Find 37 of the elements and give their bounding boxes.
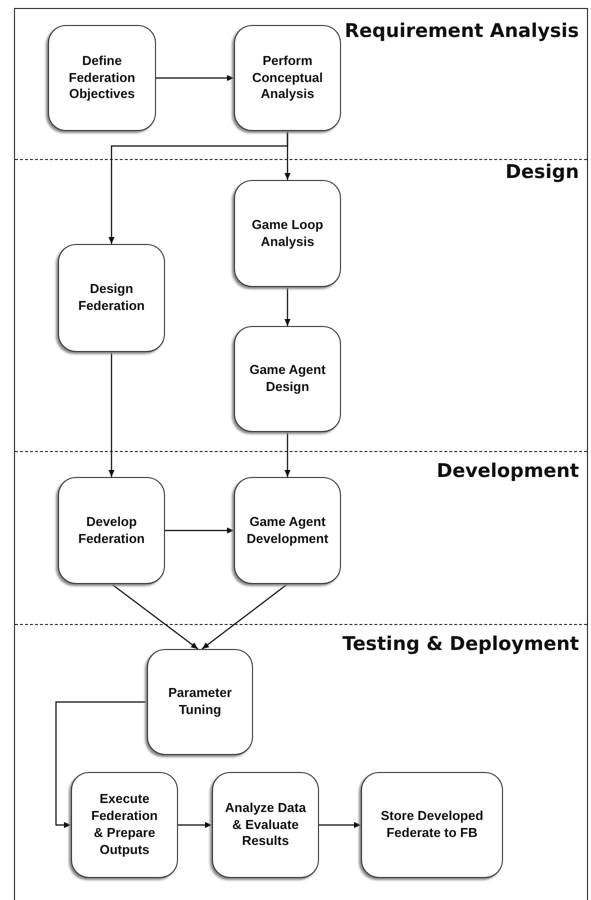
arrow: [111, 584, 198, 650]
process-box: [234, 25, 341, 131]
phase-heading: Development: [436, 460, 579, 482]
process-box: [71, 772, 178, 878]
box-label: Analyze Data & Evaluate Results: [224, 800, 307, 850]
box-label: Game Loop Analysis: [250, 216, 324, 250]
arrow: [156, 75, 234, 81]
arrow: [108, 352, 114, 477]
box-label: Design Federation: [77, 281, 146, 315]
process-box: [361, 772, 503, 878]
arrow: [202, 584, 288, 650]
arrow: [165, 528, 234, 534]
process-box: [234, 326, 341, 432]
process-box: [234, 477, 341, 584]
arrow: [319, 822, 361, 828]
arrow: [55, 701, 147, 828]
box-label: Develop Federation: [77, 514, 146, 548]
box-label: Perform Conceptual Analysis: [251, 52, 324, 104]
box-label: Game Agent Design: [248, 362, 327, 396]
arrow: [178, 822, 212, 828]
box-label: Define Federation Objectives: [68, 52, 136, 104]
box-label: Parameter Tuning: [167, 685, 233, 719]
box-label: Game Agent Development: [246, 514, 330, 548]
process-box: [58, 477, 165, 584]
process-box: [212, 772, 319, 878]
phase-heading: Requirement Analysis: [344, 20, 579, 42]
phase-heading: Testing & Deployment: [342, 633, 579, 655]
process-box: [58, 244, 165, 352]
box-label: Execute Federation & Prepare Outputs: [90, 791, 159, 859]
arrow: [108, 131, 288, 244]
process-box: [48, 25, 156, 131]
process-box: [234, 180, 341, 287]
phase-heading: Design: [505, 161, 579, 183]
process-box: [147, 649, 253, 755]
box-label: Store Developed Federate to FB: [380, 808, 484, 842]
arrow: [284, 432, 290, 477]
arrow: [284, 287, 290, 326]
